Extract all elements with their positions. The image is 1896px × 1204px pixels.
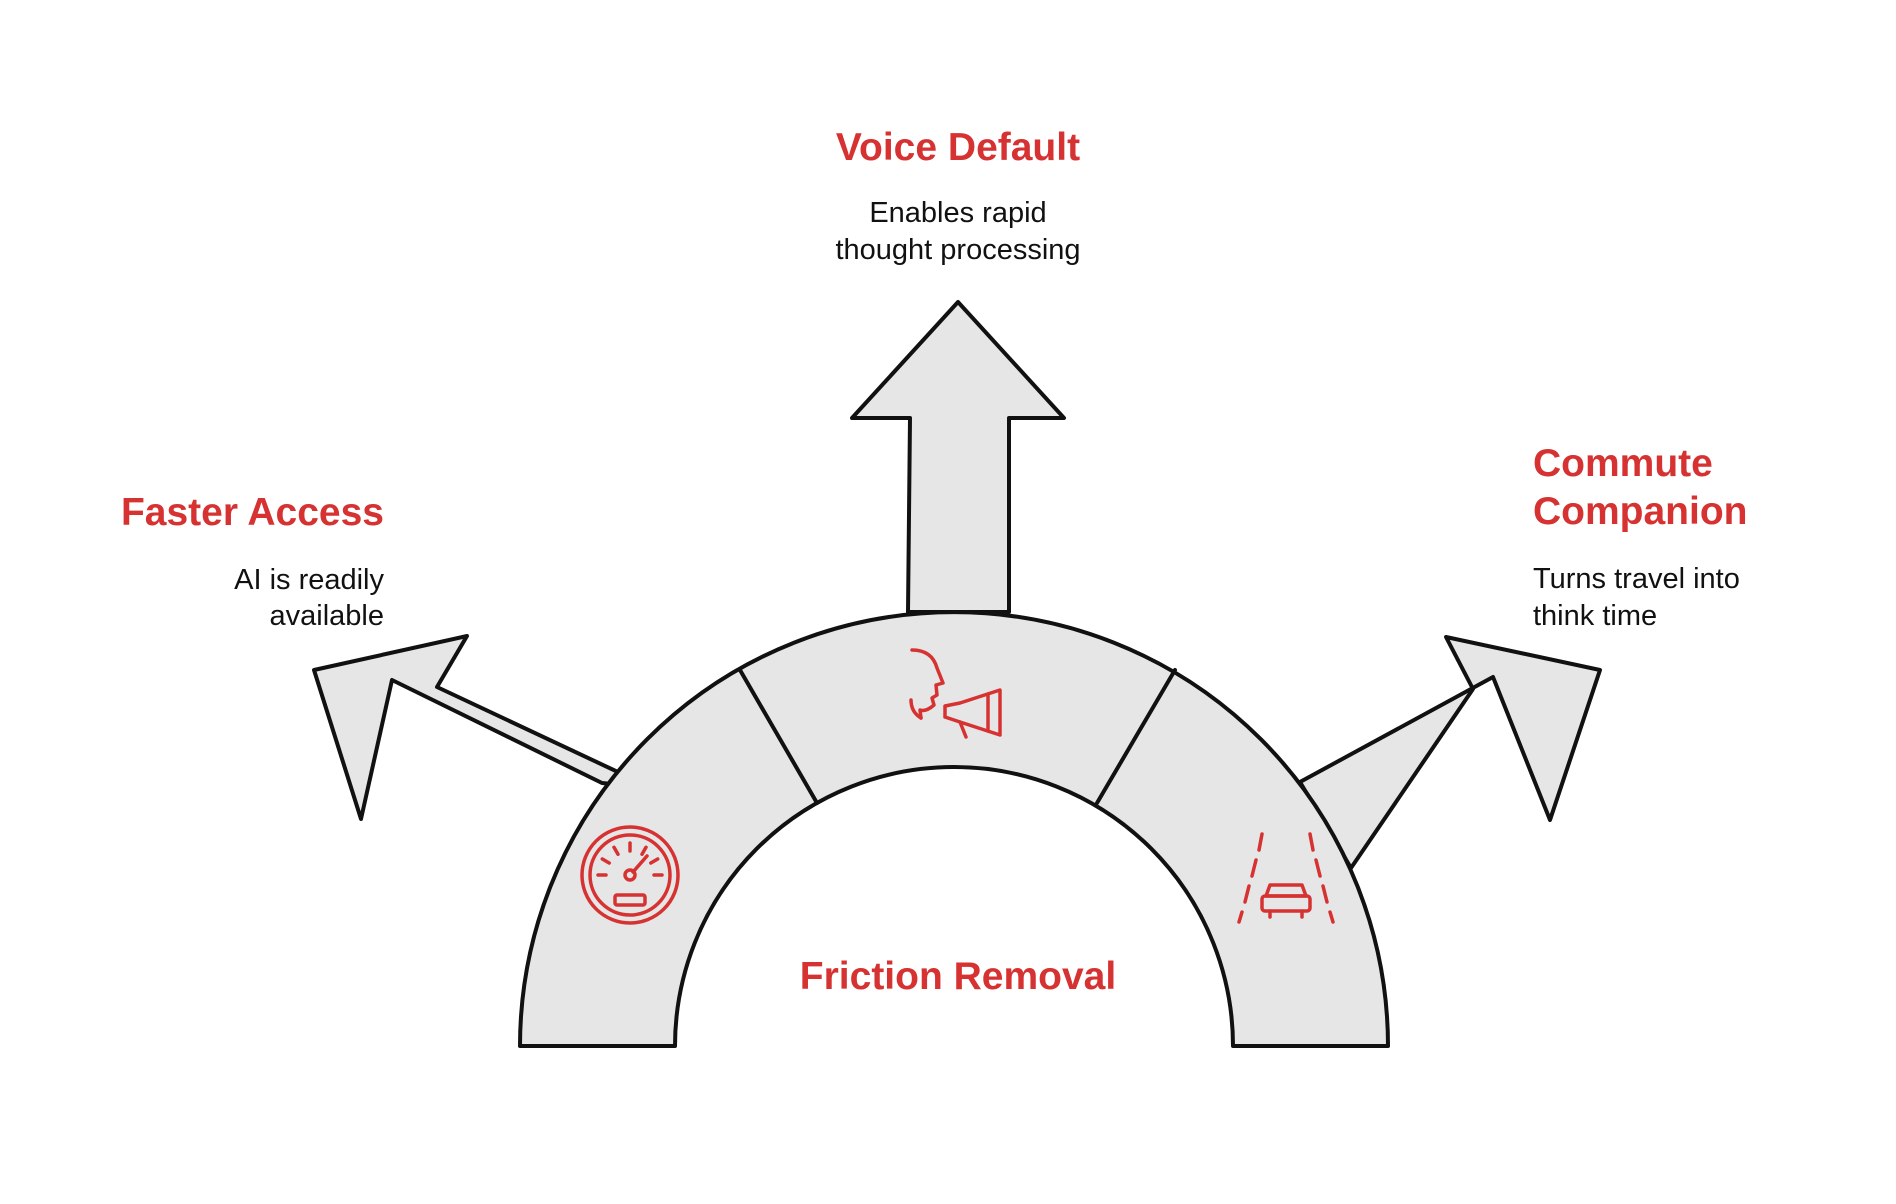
right-arrow	[1298, 635, 1602, 870]
commute-companion-description-line-1: Turns travel into	[1533, 563, 1740, 595]
car-on-road-icon	[1237, 832, 1335, 924]
faster-access-description-line-2: available	[270, 600, 384, 632]
voice-default-description-line-1: Enables rapid	[869, 197, 1046, 229]
arch-divider-left	[738, 668, 819, 805]
speaking-head-megaphone-icon	[909, 648, 1002, 739]
center-title: Friction Removal	[800, 955, 1116, 998]
up-arrow	[850, 300, 1066, 614]
commute-companion-title-line-1: Commute	[1533, 442, 1713, 485]
arch-band	[518, 610, 1390, 1048]
voice-default-description-line-2: thought processing	[835, 234, 1080, 266]
arch-divider-right	[1095, 668, 1177, 805]
faster-access-description-line-1: AI is readily	[234, 564, 384, 596]
commute-companion-description-line-2: think time	[1533, 600, 1657, 632]
voice-default-title: Voice Default	[836, 126, 1080, 169]
speedometer-icon	[580, 825, 680, 925]
faster-access-title: Faster Access	[121, 491, 384, 534]
commute-companion-title-line-2: Companion	[1533, 490, 1747, 533]
